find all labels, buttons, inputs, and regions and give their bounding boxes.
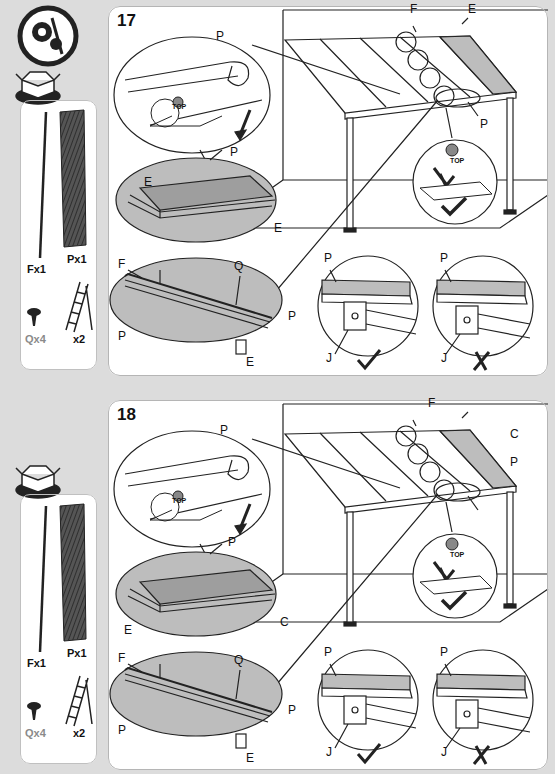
part-label: F (118, 652, 125, 665)
orientation-sticker: TOP (450, 551, 464, 559)
parts-box: Fx1 Px1Qx4 x2 (20, 494, 97, 764)
part-label: P (324, 646, 332, 659)
part-label: Q (234, 260, 243, 273)
part-quantity: Px1 (67, 647, 87, 660)
parts-box: Fx1 Px1Qx4 x2 (20, 100, 97, 370)
part-label: P (118, 724, 126, 737)
part-label: P (510, 456, 518, 469)
part-label: E (468, 3, 476, 16)
part-quantity: Qx4 (25, 727, 46, 740)
part-label: E (124, 624, 132, 637)
part-label: J (326, 352, 332, 365)
part-label: P (440, 646, 448, 659)
part-label: E (144, 176, 152, 189)
part-quantity: Qx4 (25, 333, 46, 346)
part-quantity: Px1 (67, 253, 87, 266)
part-label: P (230, 146, 238, 159)
part-label: Q (234, 654, 243, 667)
part-quantity: x2 (73, 727, 85, 740)
part-label: J (441, 746, 447, 759)
part-label: C (510, 428, 519, 441)
step-number: 18 (117, 405, 136, 424)
part-label: P (118, 330, 126, 343)
part-quantity: Fx1 (27, 263, 46, 276)
part-label: E (246, 752, 254, 765)
part-label: P (288, 310, 296, 323)
part-label: P (216, 30, 224, 43)
part-label: F (118, 258, 125, 271)
part-label: C (280, 616, 289, 629)
step-panel: 18 (108, 400, 548, 770)
part-label: P (324, 252, 332, 265)
part-label: P (288, 704, 296, 717)
step-number: 17 (117, 11, 136, 30)
part-label: F (428, 397, 435, 410)
part-label: P (228, 536, 236, 549)
part-label: E (274, 222, 282, 235)
part-label: P (480, 118, 488, 131)
part-label: J (326, 746, 332, 759)
orientation-sticker: TOP (172, 103, 186, 111)
part-label: E (246, 356, 254, 369)
part-label: P (220, 424, 228, 437)
part-quantity: x2 (73, 333, 85, 346)
part-label: P (440, 252, 448, 265)
part-quantity: Fx1 (27, 657, 46, 670)
orientation-sticker: TOP (450, 157, 464, 165)
part-label: J (441, 352, 447, 365)
step-panel: 17 (108, 6, 548, 376)
orientation-sticker: TOP (172, 497, 186, 505)
part-label: F (410, 3, 417, 16)
